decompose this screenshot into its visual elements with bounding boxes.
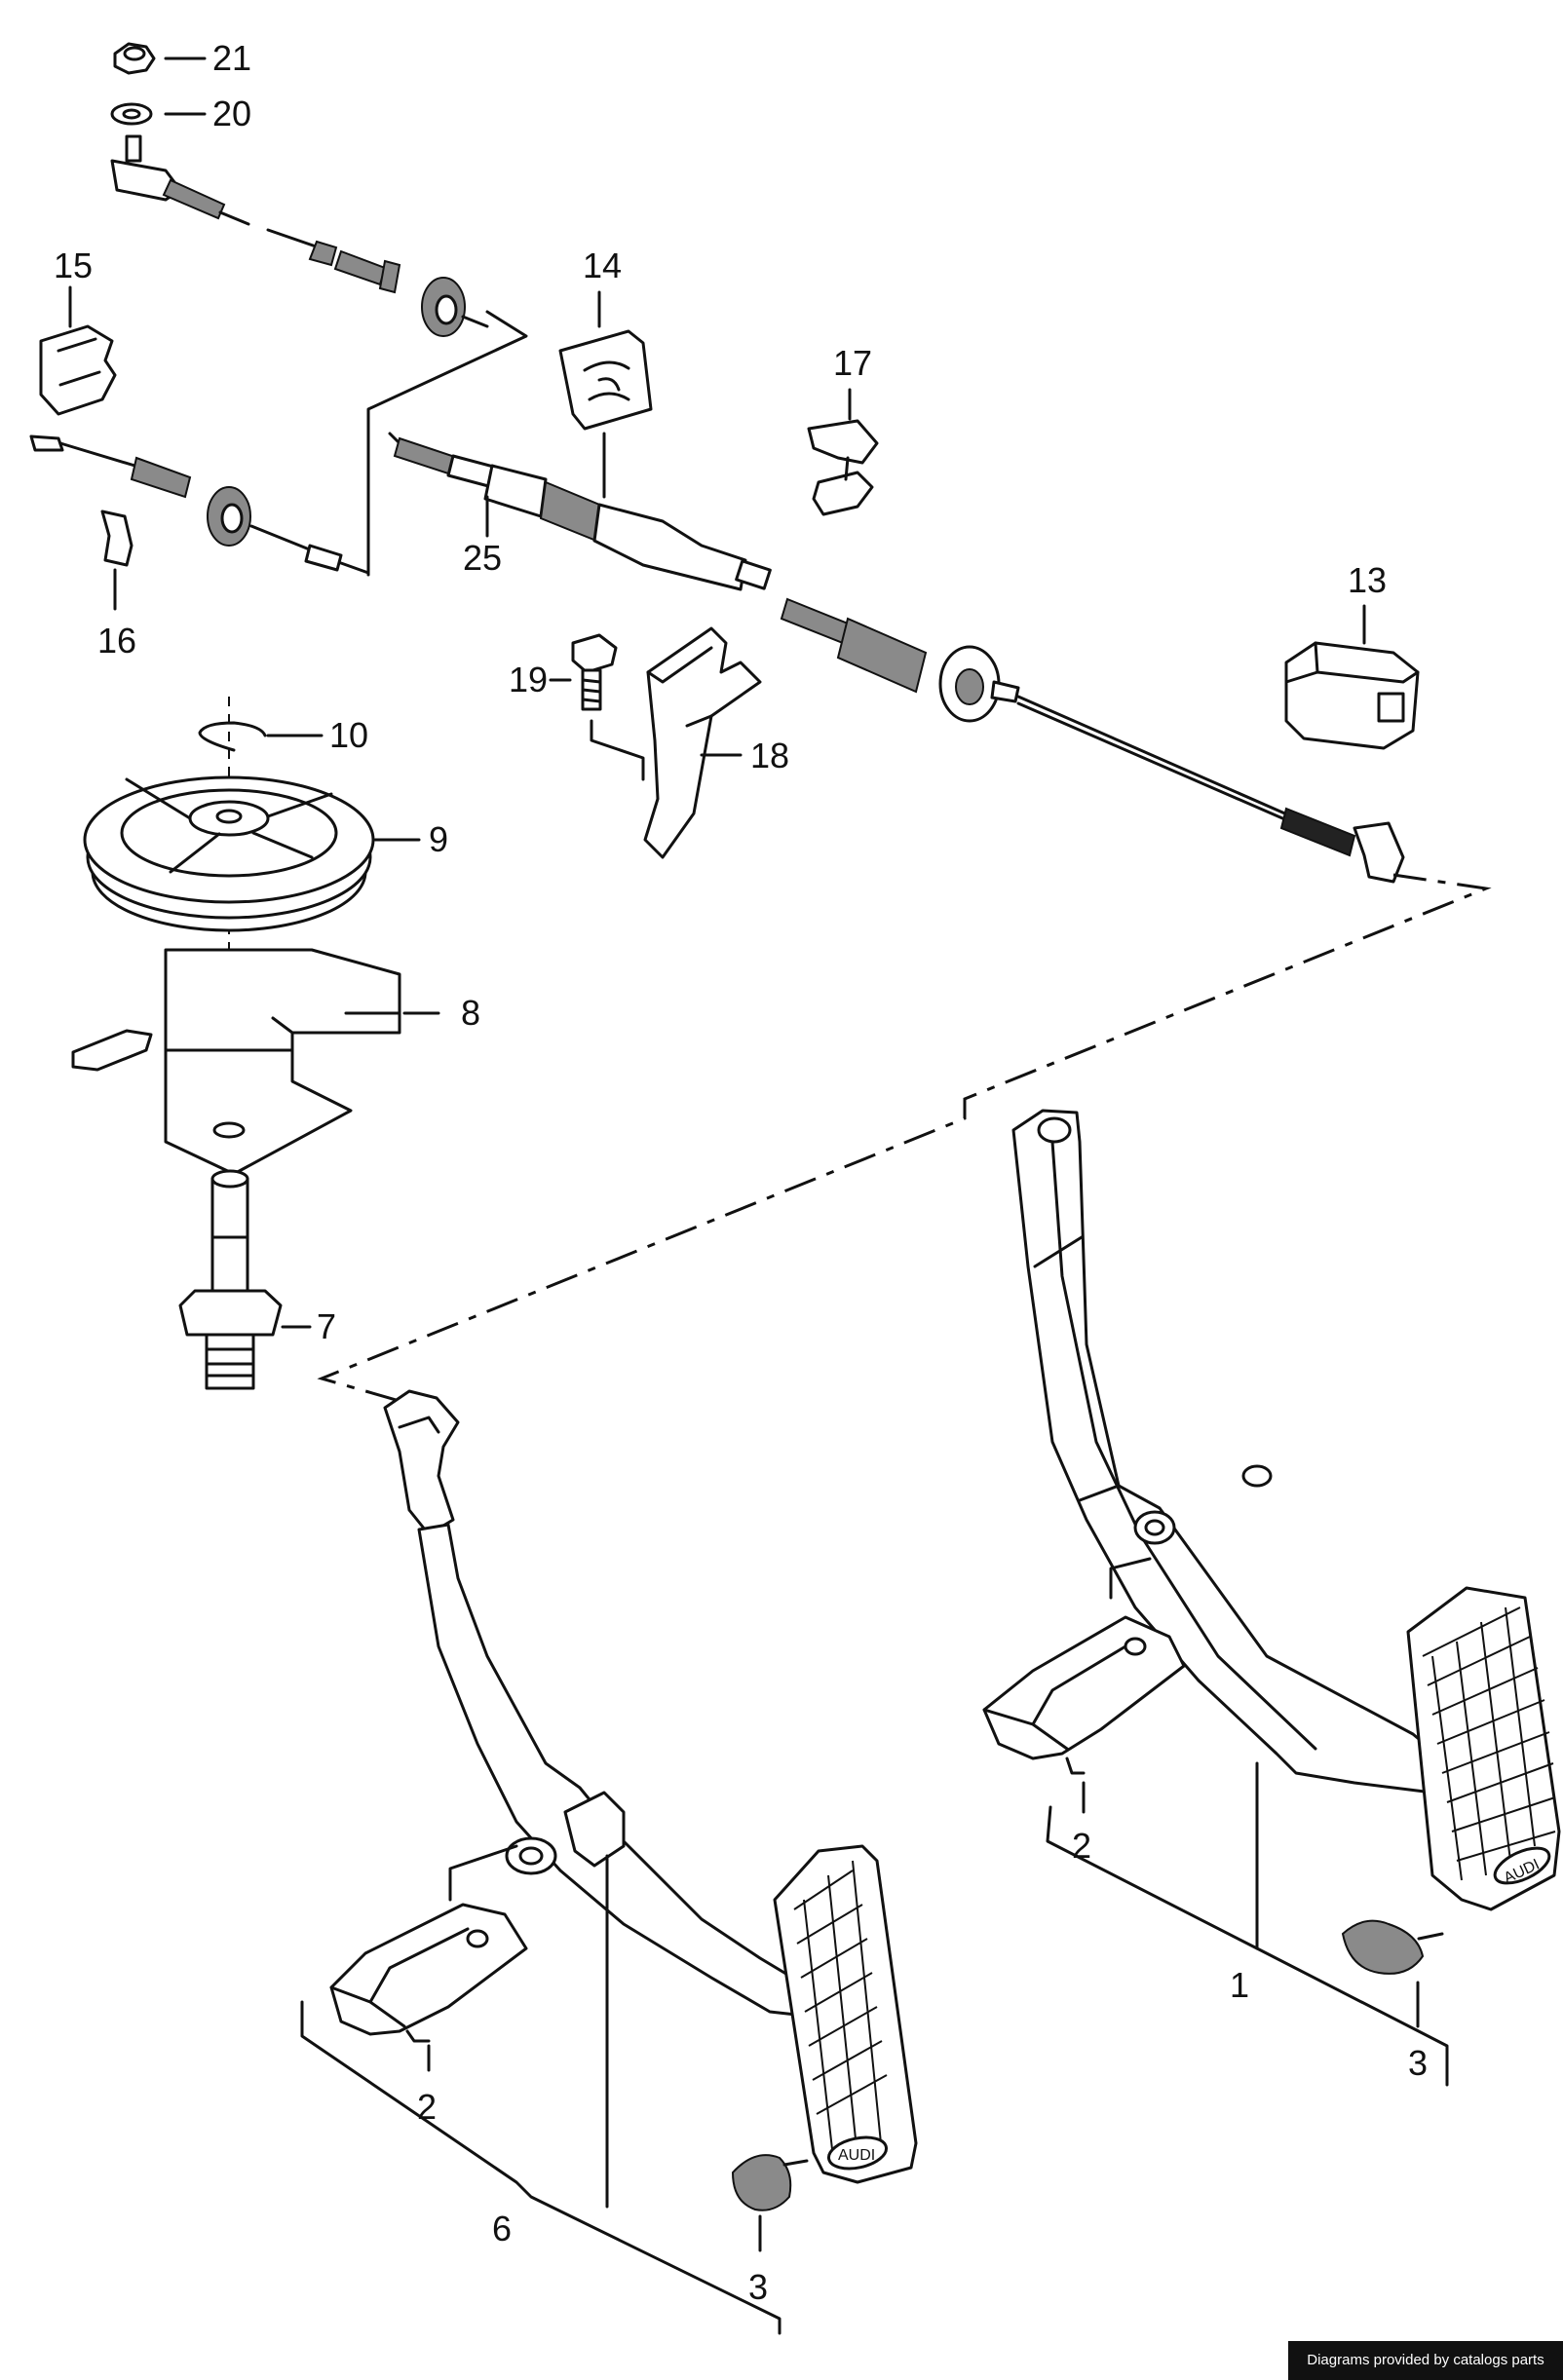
callout-8: 8 xyxy=(461,993,480,1033)
callout-6: 6 xyxy=(492,2209,512,2248)
callout-3-right: 3 xyxy=(1408,2043,1428,2083)
callout-25: 25 xyxy=(463,538,502,578)
callout-17: 17 xyxy=(833,343,872,383)
pedal-6-sensor: 2 xyxy=(329,1844,528,2127)
lower-cable xyxy=(29,434,370,575)
callout-13: 13 xyxy=(1348,560,1387,600)
callout-7: 7 xyxy=(317,1306,336,1346)
callout-2-left: 2 xyxy=(417,2087,437,2127)
part-16-clip: 16 xyxy=(97,510,136,661)
callout-16: 16 xyxy=(97,621,136,661)
part-8-bracket: 8 xyxy=(71,948,480,1176)
pedal-6-stop: 3 xyxy=(731,2154,809,2307)
part-13-cap: 13 xyxy=(1284,560,1420,750)
callout-18: 18 xyxy=(750,736,789,775)
part-7-stud: 7 xyxy=(178,1169,336,1390)
part-21-nut: 21 xyxy=(113,38,251,78)
part-20-washer: 20 xyxy=(110,94,251,133)
callout-20: 20 xyxy=(212,94,251,133)
callout-21: 21 xyxy=(212,38,251,78)
callout-1: 1 xyxy=(1230,1965,1249,2005)
part-18-bracket: 18 xyxy=(643,626,789,859)
upper-cable xyxy=(110,134,528,577)
connection-line xyxy=(317,873,1492,1403)
callout-10: 10 xyxy=(329,715,368,755)
pedal-assembly-6: AUDI 6 xyxy=(300,1389,918,2335)
pedal-assembly-1: AUDI 1 xyxy=(1011,1109,1561,2087)
callout-3-left: 3 xyxy=(748,2267,768,2307)
callout-9: 9 xyxy=(429,819,448,859)
callout-19: 19 xyxy=(509,660,548,699)
part-19-bolt: 19 xyxy=(509,633,645,781)
callout-15: 15 xyxy=(54,246,93,285)
main-cable: 25 xyxy=(388,432,1405,884)
pedal-6-logo: AUDI xyxy=(838,2147,875,2164)
callout-14: 14 xyxy=(583,246,622,285)
part-17-clip: 17 xyxy=(807,343,879,516)
pedal-1-stop: 3 xyxy=(1341,1919,1444,2083)
part-9-pulley: 9 xyxy=(83,775,448,932)
callout-2-right: 2 xyxy=(1072,1826,1091,1866)
credit-banner[interactable]: Diagrams provided by catalogs parts xyxy=(1288,2341,1563,2380)
pedal-1-sensor: 2 xyxy=(982,1557,1186,1866)
part-15-clip: 15 xyxy=(39,246,117,416)
part-14-clip: 14 xyxy=(558,246,653,499)
